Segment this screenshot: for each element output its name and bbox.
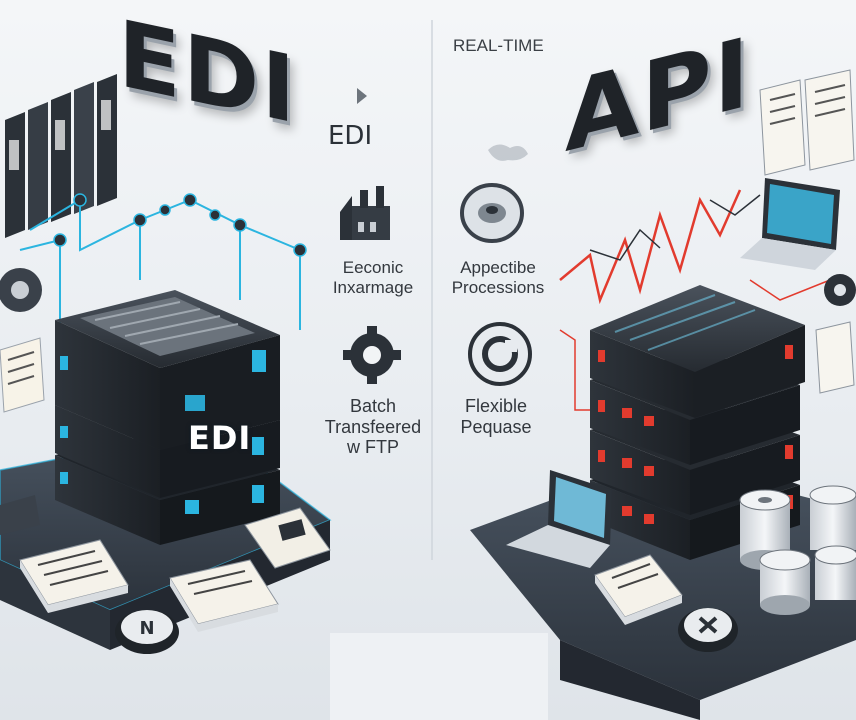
binders-icon	[5, 74, 117, 238]
laptop-icon	[740, 178, 840, 270]
drive-icon	[0, 495, 40, 535]
fan-icon	[678, 608, 738, 652]
gear-icon	[0, 268, 42, 312]
svg-text:N: N	[139, 618, 154, 639]
document-icon	[804, 69, 855, 171]
api-feature-2-line-2: Pequase	[460, 416, 532, 437]
edi-feature-2: Batch Transfeered w FTP	[312, 396, 434, 458]
api-feature-1: Appectibe Processions	[442, 258, 554, 297]
play-arrow-icon	[357, 88, 367, 104]
document-icon	[759, 79, 806, 176]
cloud-icon	[488, 144, 528, 161]
api-feature-2: Flexible Pequase	[446, 396, 546, 437]
edi-feature-1-line-1: Eeconic	[342, 258, 404, 277]
edi-feature-1-line-2: Inxarmage	[332, 277, 414, 297]
card-stack-icon	[244, 507, 331, 569]
api-feature-1-line-2: Processions	[451, 277, 545, 297]
document-icon	[815, 321, 855, 394]
api-feature-2-line-1: Flexible	[464, 396, 528, 416]
paper-stack-icon	[169, 559, 279, 632]
document-icon	[0, 337, 45, 413]
paper-stack-icon	[19, 539, 129, 613]
edi-feature-2-line-1: Batch	[349, 396, 397, 416]
api-feature-1-line-1: Appectibe	[460, 258, 536, 277]
edi-server-label: EDI	[188, 419, 252, 457]
edi-small-label: EDI	[328, 121, 373, 151]
refresh-icon	[468, 322, 532, 386]
api-chart-lines	[559, 189, 831, 411]
edi-feature-2-line-3: w FTP	[347, 437, 399, 458]
storage-disk-icon	[759, 549, 811, 615]
gear-icon	[824, 274, 856, 306]
factory-icon	[340, 186, 390, 240]
disc-icon	[460, 183, 524, 243]
paper-stack-icon	[594, 554, 683, 625]
edi-server-stack	[55, 290, 280, 545]
button-icon: N	[115, 610, 179, 654]
storage-disk-icon	[814, 545, 856, 600]
gear-icon	[343, 326, 401, 384]
bottom-blank-panel	[330, 633, 548, 720]
edi-feature-2-line-2: Transfeered	[324, 416, 422, 437]
laptop-icon	[506, 470, 612, 568]
realtime-label: REAL-TIME	[453, 36, 544, 55]
storage-disk-icon	[809, 485, 856, 550]
edi-feature-1: Eeconic Inxarmage	[318, 258, 428, 297]
